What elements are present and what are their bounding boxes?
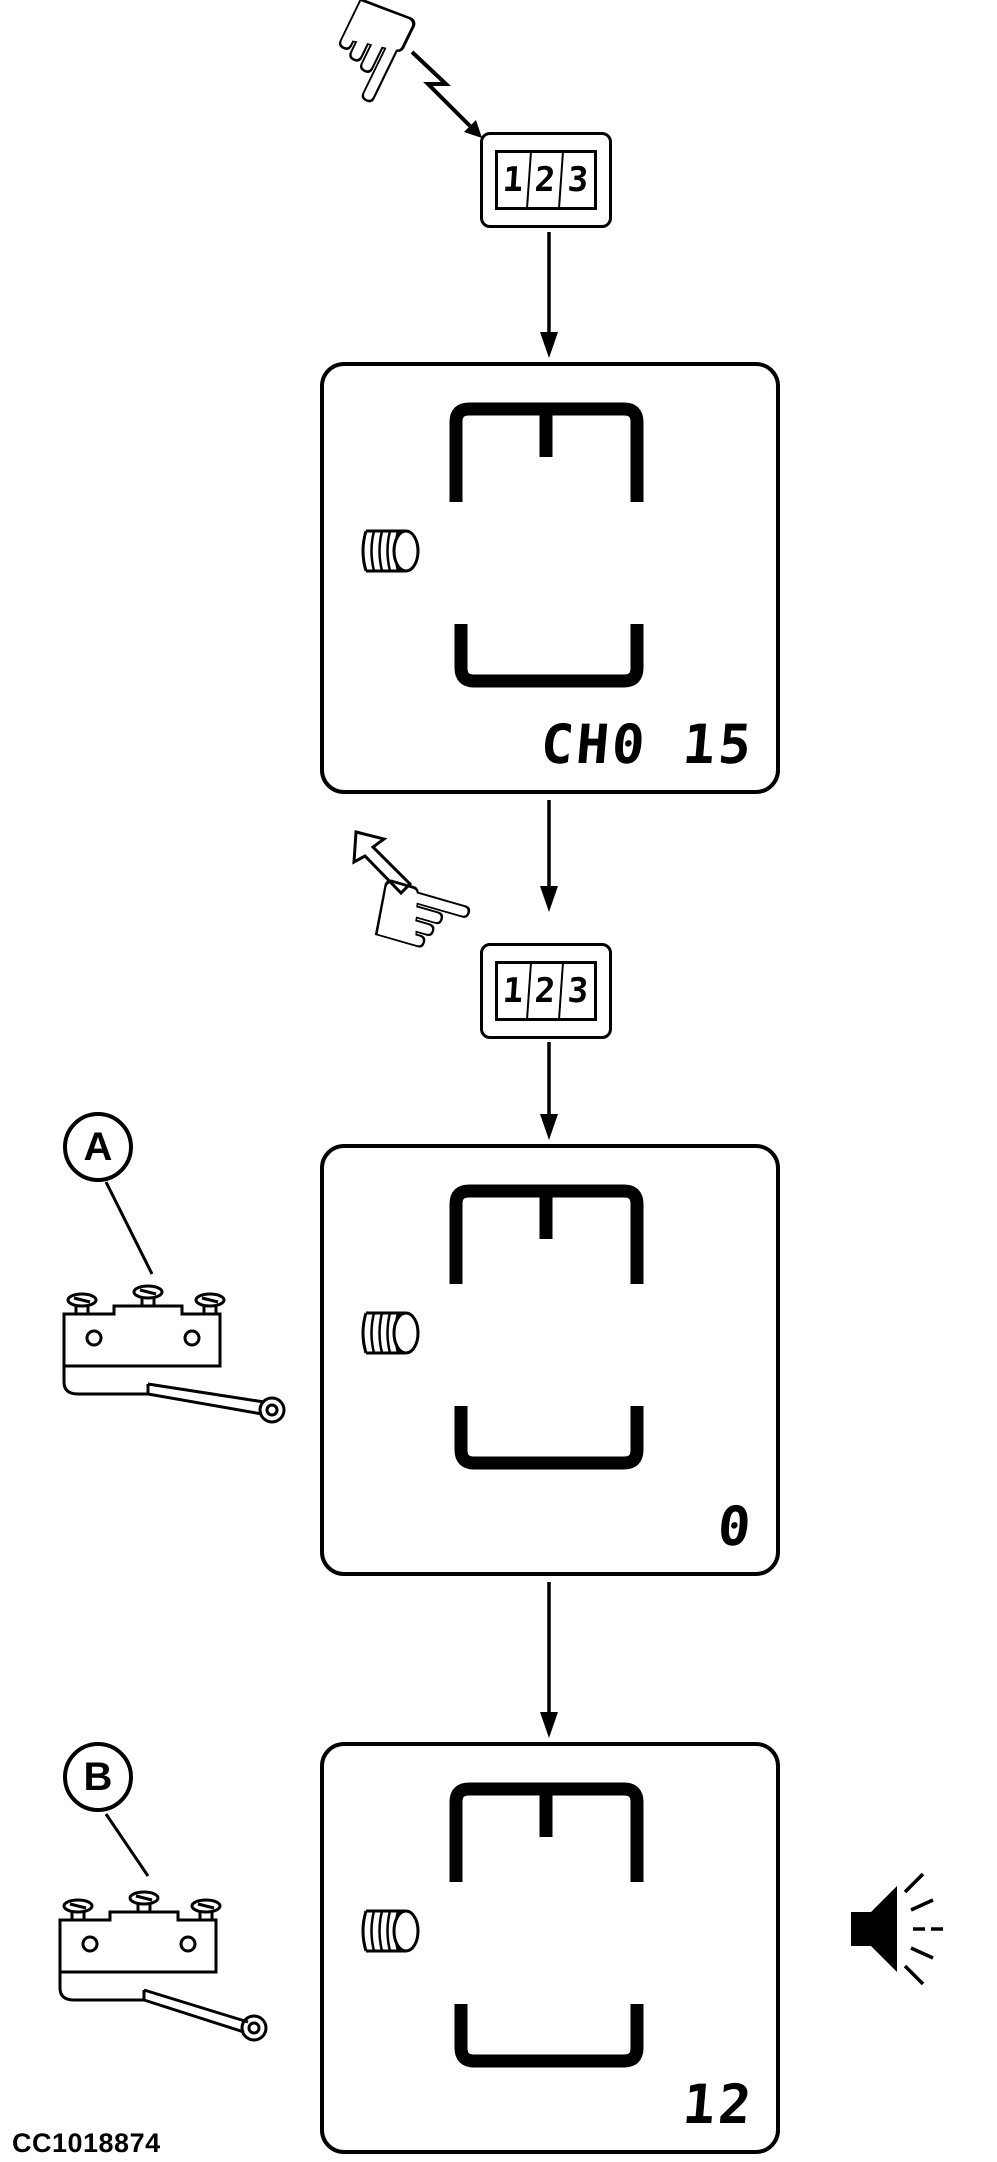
- keypad-digit-1: 1: [496, 153, 532, 207]
- roll-cylinder-icon: [361, 529, 420, 573]
- release-outline-arrow-icon: [352, 830, 413, 896]
- flow-arrow-icon: [540, 232, 558, 358]
- display-value: 12: [680, 2073, 757, 2136]
- monitor-display-twelve: 12: [320, 1742, 780, 2154]
- component-b-label: B: [63, 1742, 133, 1812]
- keypad-digit-2: 2: [528, 153, 564, 207]
- roll-cylinder-icon: [361, 1909, 420, 1953]
- monitor-display-ch015: CH0 15: [320, 362, 780, 794]
- flow-arrow-icon: [540, 1042, 558, 1140]
- leader-line: [104, 1181, 154, 1275]
- component-a-label: A: [63, 1112, 133, 1182]
- keypad-digit-3: 3: [566, 160, 590, 200]
- bale-bracket-bottom-icon: [454, 2004, 644, 2068]
- keypad-lcd: 1 2 3: [495, 961, 597, 1021]
- monitor-display-zero: 0: [320, 1144, 780, 1576]
- press-zigzag-arrow-icon: [410, 50, 482, 138]
- flow-arrow-icon: [540, 800, 558, 912]
- keypad-digit-1: 1: [496, 964, 532, 1018]
- bale-bracket-bottom-icon: [454, 1406, 644, 1470]
- flow-arrow-icon: [540, 1582, 558, 1738]
- component-a-illustration: [62, 1284, 286, 1424]
- keypad-123-button[interactable]: 1 2 3: [480, 132, 612, 228]
- bale-bracket-bottom-icon: [454, 624, 644, 688]
- keypad-digit-3: 3: [566, 971, 590, 1011]
- keypad-lcd: 1 2 3: [495, 150, 597, 210]
- keypad-123-button[interactable]: 1 2 3: [480, 943, 612, 1039]
- bale-bracket-top-icon: [449, 1782, 644, 1882]
- keypad-digit-2: 2: [528, 964, 564, 1018]
- bale-bracket-top-icon: [449, 1184, 644, 1284]
- bale-bracket-top-icon: [449, 402, 644, 502]
- figure-code: CC1018874: [12, 2128, 161, 2158]
- leader-line: [104, 1813, 150, 1877]
- roll-cylinder-icon: [361, 1311, 420, 1355]
- component-b-illustration: [58, 1890, 268, 2042]
- display-value: CH0 15: [538, 713, 757, 776]
- display-value: 0: [715, 1495, 757, 1558]
- speaker-icon: [851, 1872, 943, 1986]
